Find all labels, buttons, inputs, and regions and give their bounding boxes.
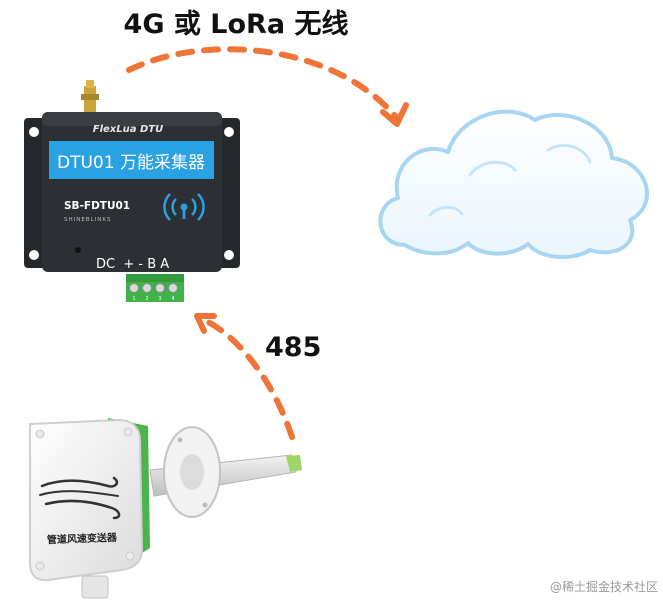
dtu-brand: FlexLua DTU	[93, 124, 163, 135]
wireless-label: 4G 或 LoRa 无线	[124, 9, 349, 40]
antenna-icon	[81, 80, 99, 114]
bus-label: 485	[265, 332, 321, 363]
terminal-pin-3: 3	[158, 296, 161, 302]
terminal-pin-1: 1	[132, 296, 135, 302]
dtu-maker: SHINEBLINKS	[64, 217, 112, 223]
cable-gland	[81, 575, 109, 599]
dtu-banner	[49, 141, 214, 179]
sensor-housing	[29, 418, 144, 582]
terminal-block: 1 2 3 4	[126, 274, 184, 302]
bus-arrow	[194, 313, 295, 440]
terminal-pin-2: 2	[145, 296, 148, 302]
dtu-banner-text: DTU01 万能采集器	[57, 153, 205, 173]
wind-speed-sensor: 管道风速变送器	[29, 418, 302, 599]
mount-flange-left	[24, 118, 46, 268]
sensor-name: 管道风速变送器	[47, 531, 118, 546]
dtu-model: SB-FDTU01	[64, 200, 130, 212]
wireless-signal-icon	[163, 193, 205, 221]
dtu-ports: DC + - B A	[96, 257, 169, 272]
wind-logo-icon	[39, 476, 121, 520]
dtu-device: FlexLua DTU DTU01 万能采集器 SB-FDTU01 SHINEB…	[24, 80, 240, 302]
terminal-pin-4: 4	[171, 296, 174, 302]
watermark: @稀土掘金技术社区	[550, 579, 658, 594]
wireless-arrow	[126, 46, 409, 127]
status-led	[75, 247, 81, 253]
mount-flange-right	[218, 118, 240, 268]
cloud-icon	[378, 109, 649, 260]
